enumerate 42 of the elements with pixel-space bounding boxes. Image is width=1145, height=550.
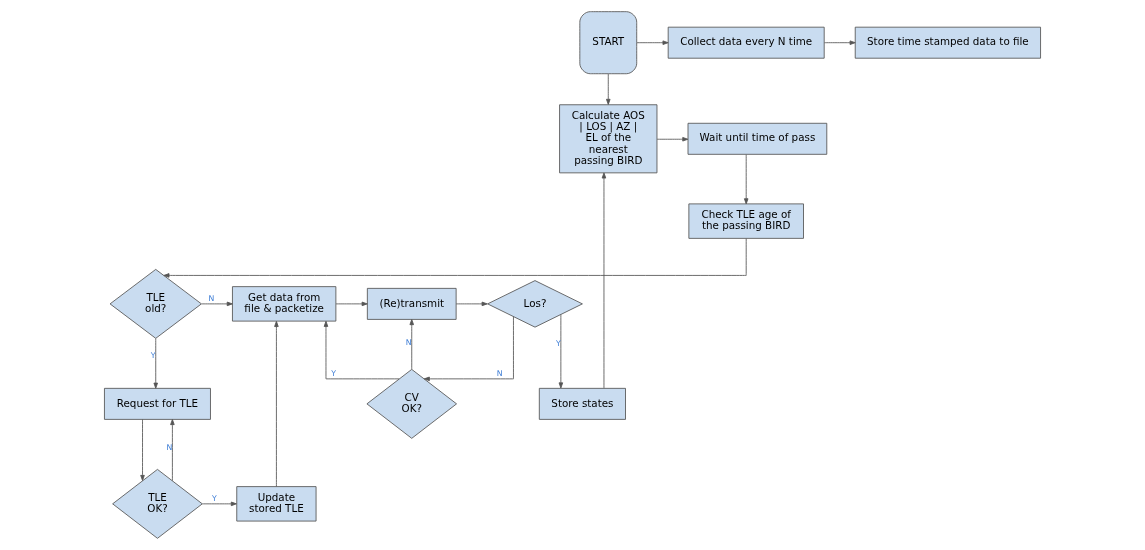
- arrow: [170, 419, 175, 482]
- edge-label: Y: [331, 369, 337, 379]
- arrow: [656, 137, 689, 142]
- arrow: [423, 316, 514, 382]
- node-box: Store states: [538, 387, 626, 420]
- arrow: [140, 419, 145, 481]
- arrow: [163, 238, 747, 278]
- node-box: (Re)transmit: [366, 287, 457, 320]
- node-box: Request for TLE: [104, 387, 211, 420]
- node-diamond: TLE OK?: [112, 468, 203, 539]
- arrow: [601, 172, 607, 389]
- node-box: Update stored TLE: [236, 486, 317, 522]
- arrow: [636, 40, 669, 45]
- edge-label: N: [496, 369, 503, 379]
- arrow: [824, 40, 856, 45]
- node-box: Get data from file & packetize: [232, 286, 337, 322]
- node-box: Calculate AOS | LOS | AZ | EL of the nearest passing BIRD: [559, 104, 658, 174]
- edge-label: Y: [211, 494, 217, 504]
- node-diamond: TLE old?: [109, 268, 202, 339]
- node-box: START: [579, 11, 638, 75]
- arrow: [335, 301, 368, 307]
- arrow: [202, 501, 237, 507]
- edge-label: N: [208, 294, 215, 304]
- arrow: [274, 320, 279, 487]
- node-diamond: CV OK?: [366, 368, 457, 439]
- arrow: [743, 154, 749, 205]
- node-diamond: Los?: [487, 280, 583, 328]
- arrow: [409, 319, 414, 370]
- arrow: [606, 73, 611, 105]
- arrow: [323, 320, 400, 380]
- arrow: [558, 314, 564, 389]
- edge-label: Y: [150, 351, 156, 361]
- node-box: Store time stamped data to file: [854, 26, 1041, 59]
- edge-label: Y: [555, 339, 561, 349]
- arrow: [153, 338, 158, 389]
- edge-label: N: [166, 443, 173, 453]
- node-box: Wait until time of pass: [687, 122, 828, 155]
- node-box: Collect data every N time: [667, 26, 825, 59]
- node-box: Check TLE age of the passing BIRD: [688, 203, 804, 239]
- arrow: [455, 301, 488, 307]
- edge-label: N: [405, 337, 412, 347]
- arrow: [201, 301, 233, 307]
